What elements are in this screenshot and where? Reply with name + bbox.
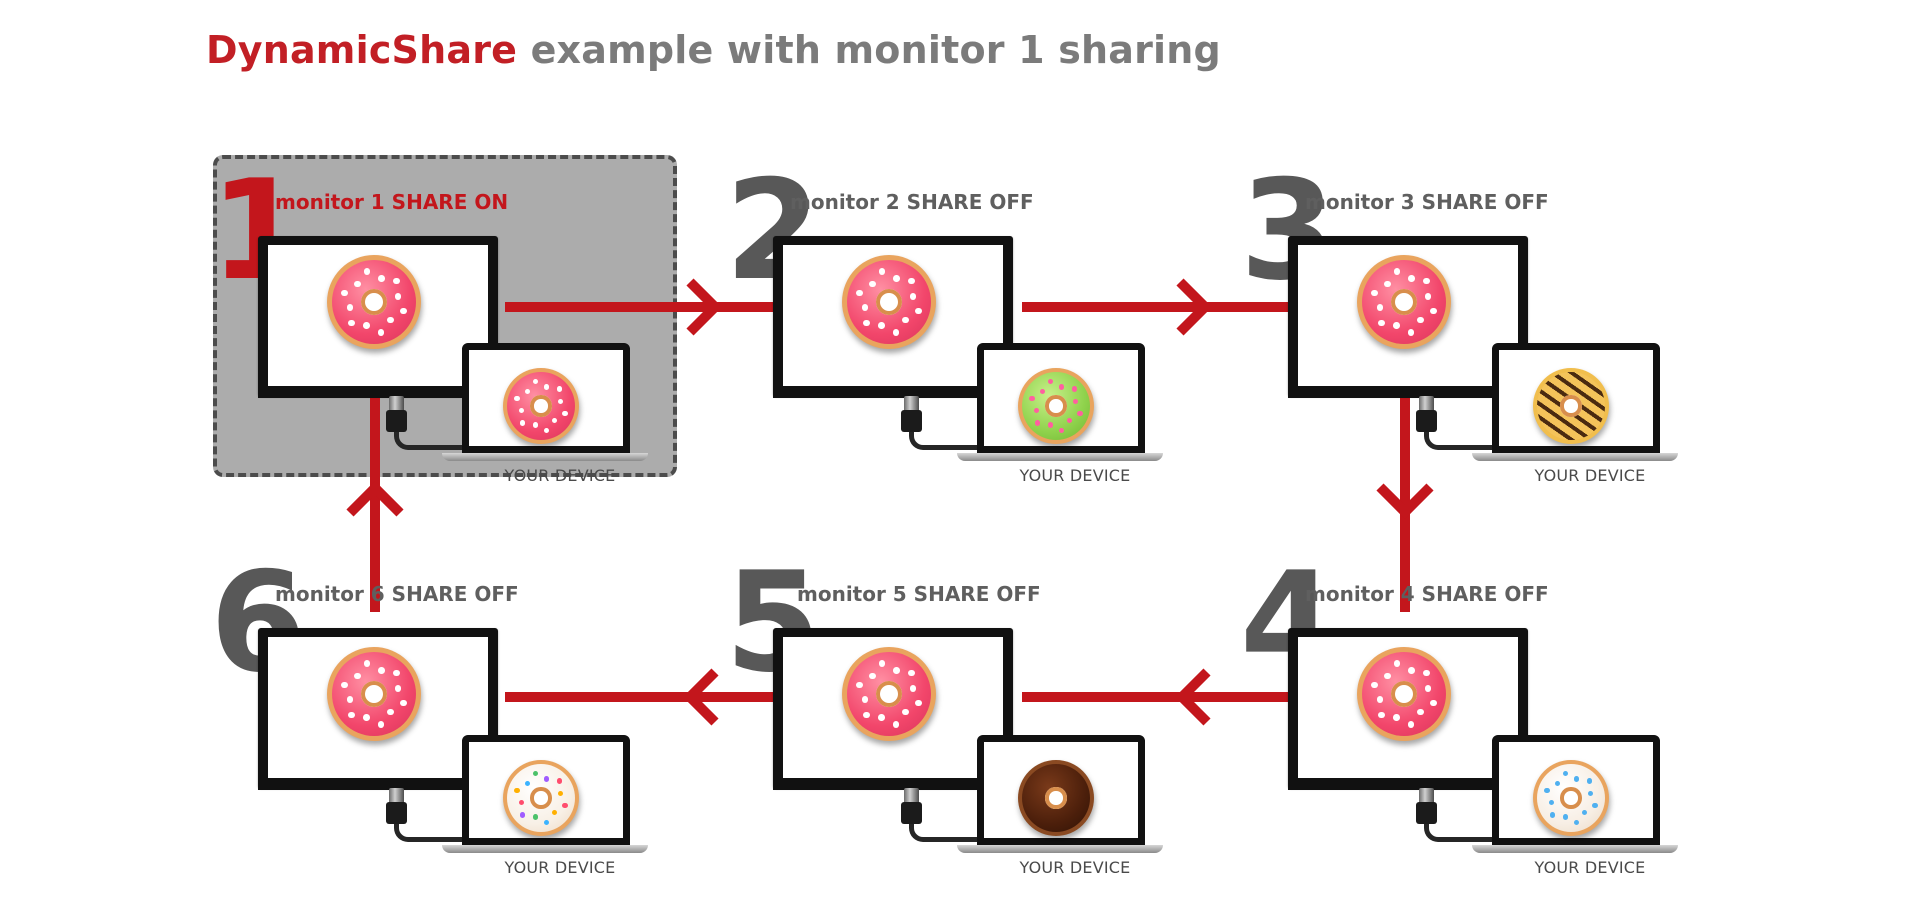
laptop-base	[957, 453, 1163, 461]
device-label: YOUR DEVICE	[1019, 858, 1131, 877]
arrow-head-right-icon	[1176, 278, 1213, 336]
device-label: YOUR DEVICE	[504, 858, 616, 877]
pink-sprinkle-donut-icon	[1357, 255, 1451, 349]
device-label: YOUR DEVICE	[1534, 466, 1646, 485]
monitor-share-status: monitor 3 SHARE OFF	[1305, 190, 1549, 214]
device-label: YOUR DEVICE	[504, 466, 616, 485]
monitor-bezel	[773, 386, 1013, 398]
pink-sprinkle-donut-icon	[503, 368, 579, 444]
white-rainbow-sprinkle-donut-icon	[503, 760, 579, 836]
laptop-base	[1472, 845, 1678, 853]
page-title: DynamicShare example with monitor 1 shar…	[206, 28, 1221, 72]
title-caption: example with monitor 1 sharing	[517, 28, 1221, 72]
usb-plug-head-icon	[1416, 802, 1437, 824]
monitor-share-status: monitor 6 SHARE OFF	[275, 582, 519, 606]
monitor-share-status: monitor 1 SHARE ON	[275, 190, 509, 214]
usb-plug-head-icon	[386, 802, 407, 824]
monitor-share-status: monitor 5 SHARE OFF	[797, 582, 1041, 606]
laptop-base	[442, 453, 648, 461]
pink-sprinkle-donut-icon	[327, 255, 421, 349]
device-label: YOUR DEVICE	[1019, 466, 1131, 485]
laptop-base	[957, 845, 1163, 853]
usb-plug-head-icon	[901, 802, 922, 824]
laptop-base	[1472, 453, 1678, 461]
green-sprinkle-donut-icon	[1018, 368, 1094, 444]
usb-plug-head-icon	[1416, 410, 1437, 432]
device-label: YOUR DEVICE	[1534, 858, 1646, 877]
pink-sprinkle-donut-icon	[842, 255, 936, 349]
monitor-share-status: monitor 4 SHARE OFF	[1305, 582, 1549, 606]
laptop-base	[442, 845, 648, 853]
pink-sprinkle-donut-icon	[1357, 647, 1451, 741]
arrow-head-right-icon	[686, 278, 723, 336]
laptop-screen	[462, 343, 630, 453]
chocolate-donut-icon	[1018, 760, 1094, 836]
arrow-head-down-icon	[1376, 483, 1434, 520]
monitor-share-status: monitor 2 SHARE OFF	[790, 190, 1034, 214]
usb-plug-head-icon	[901, 410, 922, 432]
brand-name: DynamicShare	[206, 28, 518, 72]
usb-plug-head-icon	[386, 410, 407, 432]
monitor-bezel	[1288, 778, 1528, 790]
monitor-bezel	[773, 778, 1013, 790]
arrow-head-left-icon	[682, 668, 719, 726]
arrow-head-left-icon	[1174, 668, 1211, 726]
arrow-head-up-icon	[346, 480, 404, 517]
pink-sprinkle-donut-icon	[327, 647, 421, 741]
monitor-bezel	[1288, 386, 1528, 398]
caramel-drizzle-donut-icon	[1533, 368, 1609, 444]
monitor-bezel	[258, 386, 498, 398]
white-blue-sprinkle-donut-icon	[1533, 760, 1609, 836]
pink-sprinkle-donut-icon	[842, 647, 936, 741]
monitor-bezel	[258, 778, 498, 790]
